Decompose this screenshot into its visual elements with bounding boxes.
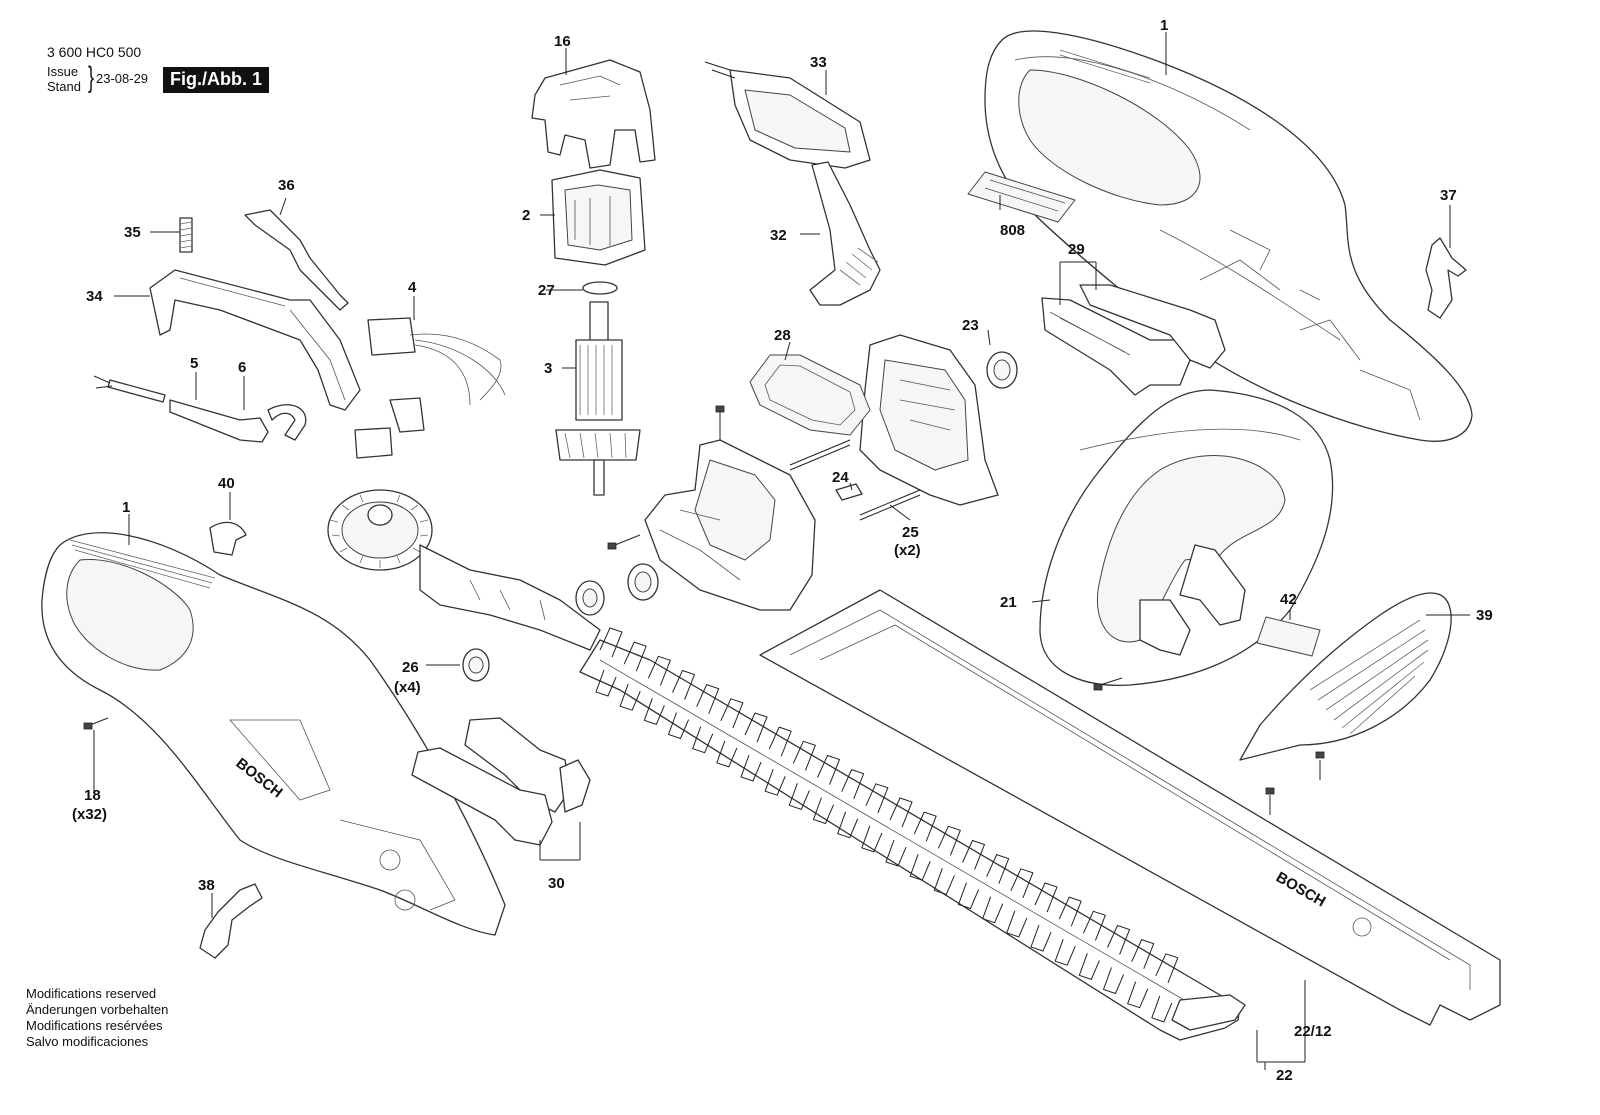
note-es: Salvo modificaciones	[26, 1034, 149, 1049]
cable-part-5	[93, 375, 166, 403]
callout-29: 29	[1068, 241, 1085, 258]
armature-part-3	[555, 301, 641, 496]
callout-25-qty: (x2)	[894, 542, 921, 559]
callout-40: 40	[218, 475, 235, 492]
seal-ring-part-23b	[986, 351, 1018, 389]
block-part-24	[835, 483, 863, 501]
callout-26-qty: (x4)	[394, 679, 421, 696]
document-number: 3 600 HC0 500	[47, 44, 142, 60]
blade-guard-part-22: BOSCH	[759, 589, 1501, 1026]
grip-frame-part-33	[704, 61, 871, 169]
callout-21: 21	[1000, 594, 1017, 611]
modification-notes: Modifications reserved Änderungen vorbeh…	[26, 986, 168, 1050]
callout-2: 2	[522, 207, 530, 224]
ring-part-27	[582, 281, 618, 295]
pins-part-25	[789, 439, 921, 521]
issue-label-en: Issue	[47, 64, 79, 79]
callout-3: 3	[544, 360, 552, 377]
callout-18-qty: (x32)	[72, 806, 107, 823]
callout-37: 37	[1440, 187, 1457, 204]
callout-22: 22	[1276, 1067, 1293, 1084]
callout-33: 33	[810, 54, 827, 71]
issue-date: 23-08-29	[96, 71, 149, 86]
note-de: Änderungen vorbehalten	[26, 1002, 169, 1017]
callout-5: 5	[190, 355, 198, 372]
callout-39: 39	[1476, 607, 1493, 624]
switch-part-4	[354, 317, 506, 459]
gasket-part-28	[749, 354, 871, 436]
hand-guard-part-21	[1039, 389, 1334, 686]
note-fr: Modifications resérvées	[26, 1018, 163, 1033]
screw-parts	[83, 405, 1325, 815]
gear-assembly-part	[327, 489, 601, 651]
blade-teeth-bottom	[595, 669, 1173, 1023]
handle-part-34	[149, 269, 361, 411]
housing-right-part	[984, 30, 1473, 442]
switch-part-29	[1041, 284, 1226, 396]
callout-32: 32	[770, 227, 787, 244]
clip-part-37	[1425, 237, 1467, 319]
cutter-blade-part	[579, 627, 1246, 1041]
callout-24: 24	[832, 469, 849, 486]
callout-25: 25	[902, 524, 919, 541]
label-808-part	[967, 171, 1076, 223]
gear-housing-part-23	[859, 334, 999, 506]
vent-cover-part-39	[1239, 592, 1452, 761]
callout-1-top: 1	[1160, 17, 1168, 34]
callout-35: 35	[124, 224, 141, 241]
spring-part-35	[179, 217, 193, 253]
label-42-part	[1256, 616, 1321, 657]
callout-26: 26	[402, 659, 419, 676]
callout-1-left: 1	[122, 499, 130, 516]
callout-36: 36	[278, 177, 295, 194]
callout-22-12: 22/12	[1294, 1023, 1332, 1040]
callout-6: 6	[238, 359, 246, 376]
callout-4: 4	[408, 279, 417, 296]
stator-part-2	[551, 169, 646, 266]
rocker-part-30	[411, 717, 591, 846]
callout-28: 28	[774, 327, 791, 344]
callout-38: 38	[198, 877, 215, 894]
note-en: Modifications reserved	[26, 986, 157, 1001]
lower-gear-housing-part	[644, 439, 816, 611]
brace-symbol: }	[88, 61, 95, 94]
callout-23: 23	[962, 317, 979, 334]
leader-lines	[93, 32, 1470, 1070]
callout-30: 30	[548, 875, 565, 892]
callout-16: 16	[554, 33, 571, 50]
callout-18: 18	[84, 787, 101, 804]
callout-34: 34	[86, 288, 103, 305]
issue-labels: Issue Stand	[47, 64, 81, 94]
callout-27: 27	[538, 282, 555, 299]
clip-part-40	[209, 521, 247, 556]
callout-808: 808	[1000, 222, 1025, 239]
clip-part-38	[199, 883, 263, 959]
issue-label-de: Stand	[47, 79, 81, 94]
grip-part-32	[809, 161, 881, 306]
housing-left-part: BOSCH	[41, 532, 506, 936]
blade-teeth-top	[599, 627, 1179, 984]
frame-part-16	[531, 59, 656, 169]
callout-numbers: 1 1 2 3 4 5 6 16 18 (x32) 21 22 22/12 23…	[72, 17, 1493, 1084]
lever-part-36	[244, 209, 349, 311]
cable-sleeve-part-6	[169, 399, 307, 443]
figure-label: Fig./Abb. 1	[163, 67, 269, 93]
callout-42: 42	[1280, 591, 1297, 608]
seal-parts-26	[462, 563, 659, 682]
